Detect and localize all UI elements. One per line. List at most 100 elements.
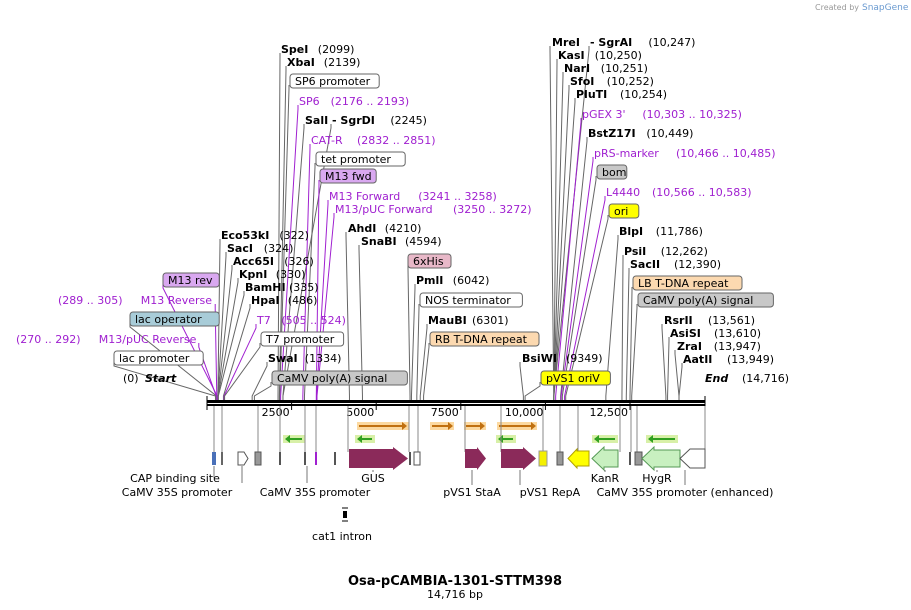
site-label-blpi: BlpI (11,786) bbox=[619, 225, 703, 238]
site-label-rb-t-dna-repeat: RB T-DNA repeat bbox=[429, 331, 540, 347]
site-pos: (13,947) bbox=[714, 340, 761, 353]
site-name: SP6 bbox=[299, 95, 320, 108]
site-label-kasi: KasI(10,250) bbox=[558, 49, 642, 62]
cat1-intron-glyph bbox=[342, 507, 348, 522]
site-name: BlpI bbox=[619, 225, 643, 238]
site-label-swai: SwaI (1334) bbox=[268, 352, 341, 365]
site-name: BamHI bbox=[245, 281, 286, 294]
site-pos: (505 .. 524) bbox=[281, 314, 346, 327]
site-pos: (1334) bbox=[305, 352, 342, 365]
feature-box-label: M13 rev bbox=[168, 274, 213, 287]
site-pos: (10,252) bbox=[607, 75, 654, 88]
site-label-prs-marker: pRS-marker(10,466 .. 10,485) bbox=[594, 147, 776, 160]
site-label-sali: SalI bbox=[305, 114, 328, 127]
leader-line bbox=[678, 363, 683, 400]
feature-leaders bbox=[213, 466, 686, 485]
site-label-ori: ori bbox=[608, 203, 640, 219]
leader-line bbox=[565, 215, 609, 400]
feature-box bbox=[540, 370, 611, 386]
feature-box bbox=[113, 350, 204, 366]
leader-line bbox=[621, 255, 624, 400]
leader-line bbox=[549, 46, 555, 400]
site-label-l4440: L4440(10,566 .. 10,583) bbox=[606, 186, 752, 199]
pvs1-oriv-marker bbox=[538, 450, 548, 467]
site-labels: SpeI(2099)XbaI(2139)SP6 promoterSP6(2176… bbox=[16, 36, 776, 386]
site-marker bbox=[279, 452, 281, 465]
site-marker bbox=[304, 452, 306, 465]
site-label-m13-rev: M13 rev bbox=[162, 272, 220, 288]
site-pos: (6301) bbox=[472, 314, 509, 327]
site-name: NarI bbox=[564, 62, 590, 75]
leader-line bbox=[661, 324, 667, 400]
site-name: SfoI bbox=[570, 75, 594, 88]
site-label-sgrai: - SgrAI(10,247) bbox=[590, 36, 695, 49]
primer-arrow-green bbox=[592, 435, 618, 443]
bom-marker bbox=[556, 451, 564, 466]
leader-line bbox=[631, 304, 638, 400]
credit-prefix: Created by bbox=[815, 3, 859, 12]
site-label-t7: T7(505 .. 524) bbox=[256, 314, 346, 327]
site-label-bamhi: BamHI(335) bbox=[245, 281, 319, 294]
primer-pos: (289 .. 305) bbox=[58, 294, 123, 307]
site-pos: (2245) bbox=[390, 114, 427, 127]
site-name: ZraI bbox=[677, 340, 702, 353]
primer-row bbox=[283, 422, 678, 443]
site-pos: (13,949) bbox=[727, 353, 774, 366]
feature-label-cap-binding-site: CAP binding site bbox=[130, 472, 220, 485]
feature-label-pvs1-staa: pVS1 StaA bbox=[443, 486, 501, 499]
leader-line bbox=[419, 324, 428, 400]
site-label-kpni: KpnI(330) bbox=[239, 268, 305, 281]
site-name: - SgrAI bbox=[590, 36, 632, 49]
feature-box-label: M13 fwd bbox=[325, 170, 372, 183]
camv-35s-enhanced-arrow bbox=[679, 448, 706, 469]
ori-arrow bbox=[567, 447, 590, 470]
leader-line bbox=[251, 362, 268, 400]
feature-label-camv-35s-promoter: CaMV 35S promoter bbox=[260, 486, 371, 499]
feature-guides bbox=[213, 406, 706, 452]
feature-label-camv-35s-promoter: CaMV 35S promoter bbox=[122, 486, 233, 499]
site-pos: (2176 .. 2193) bbox=[331, 95, 410, 108]
leader-line bbox=[410, 284, 416, 400]
site-label-6xhis: 6xHis bbox=[407, 253, 452, 269]
nos-terminator-marker bbox=[413, 451, 421, 466]
end-label: End bbox=[705, 372, 728, 385]
site-pos: (10,250) bbox=[595, 49, 642, 62]
primer-arrow-orange bbox=[464, 422, 486, 430]
site-label-bstz17i: BstZ17I(10,449) bbox=[588, 127, 693, 140]
site-label-xbai: XbaI(2139) bbox=[287, 56, 360, 69]
feature-box-label: RB T-DNA repeat bbox=[435, 333, 528, 346]
site-marker bbox=[334, 452, 336, 465]
feature-box bbox=[419, 292, 523, 308]
feature-box bbox=[260, 331, 345, 347]
site-pos: (4594) bbox=[405, 235, 442, 248]
end-pos: (14,716) bbox=[742, 372, 789, 385]
site-pos: (324) bbox=[264, 242, 294, 255]
site-label-pmli: PmlI(6042) bbox=[416, 274, 489, 287]
site-pos: (3241 .. 3258) bbox=[418, 190, 497, 203]
site-name: BsiWI bbox=[522, 352, 557, 365]
primer-arrow-green bbox=[355, 435, 375, 443]
leader-line bbox=[223, 324, 257, 400]
site-label-rsrii: RsrII(13,561) bbox=[664, 314, 755, 327]
leader-line bbox=[416, 304, 420, 400]
site-label-sp6-promoter: SP6 promoter bbox=[289, 73, 380, 89]
site-label-nos-terminator: NOS terminator bbox=[419, 292, 523, 308]
site-name: SwaI bbox=[268, 352, 298, 365]
site-pos: (326) bbox=[284, 255, 314, 268]
gus-arrow bbox=[349, 447, 408, 470]
site-name: MreI bbox=[552, 36, 580, 49]
site-label-sfoi: SfoI (10,252) bbox=[570, 75, 654, 88]
site-label-pluti: PluTI(10,254) bbox=[576, 88, 667, 101]
feature-box bbox=[319, 168, 377, 184]
site-pos: (11,786) bbox=[656, 225, 703, 238]
site-pos: (12,262) bbox=[661, 245, 708, 258]
site-name: PmlI bbox=[416, 274, 443, 287]
leader-line bbox=[280, 105, 299, 400]
leader-line bbox=[555, 118, 582, 400]
leader-line bbox=[629, 287, 633, 400]
pvs1-staa-arrow bbox=[465, 447, 486, 470]
site-label-m13-puc-forward: M13/pUC Forward(3250 .. 3272) bbox=[335, 203, 532, 216]
leader-line bbox=[560, 137, 588, 400]
